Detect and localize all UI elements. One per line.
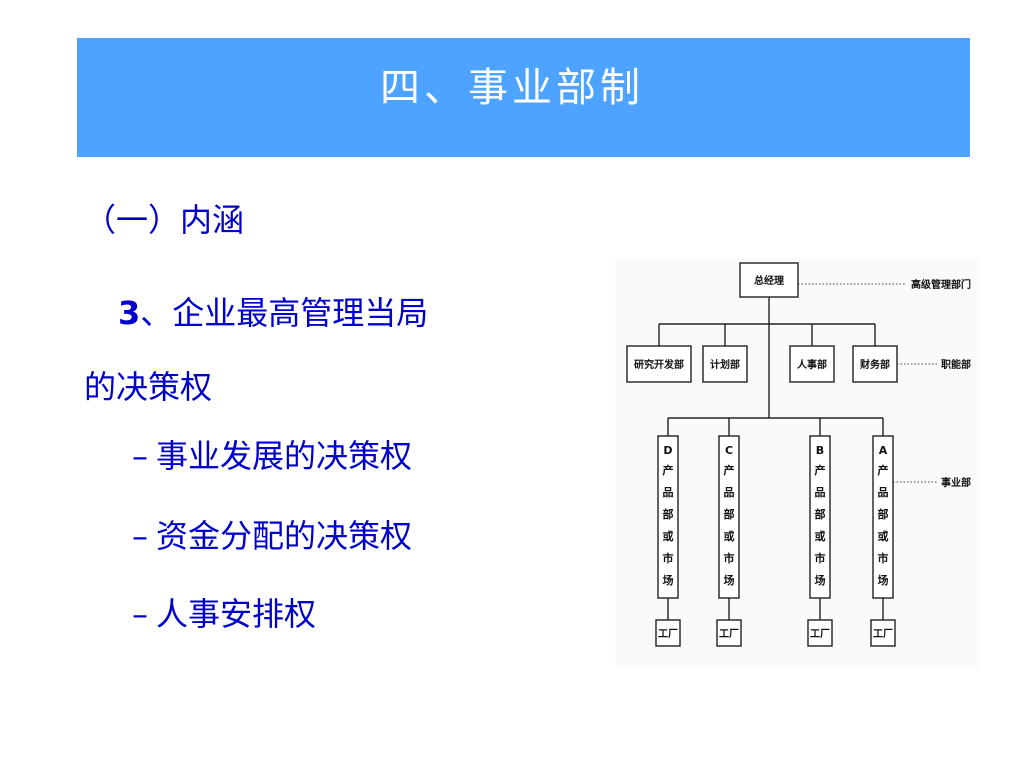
box-planning-label: 计划部 xyxy=(710,358,740,371)
div-char: 市 xyxy=(815,551,826,565)
box-rnd xyxy=(626,345,692,383)
subheading: （一）内涵 xyxy=(84,201,245,239)
box-factory-3 xyxy=(807,619,833,647)
div-char: 市 xyxy=(878,551,889,565)
box-hr-label: 人事部 xyxy=(797,358,827,371)
dash: – xyxy=(132,517,148,555)
sub-item-text: 事业发展的决策权 xyxy=(156,437,413,475)
div-char: 品 xyxy=(878,486,889,499)
side-label-division: 事业部 xyxy=(941,476,971,489)
box-rnd-label: 研究开发部 xyxy=(634,358,684,371)
division-c: C 产 品 部 或 市 场 xyxy=(718,435,740,599)
div-char: 或 xyxy=(815,529,826,543)
div-char: 产 xyxy=(815,463,826,477)
sub-item-text: 人事安排权 xyxy=(156,595,317,633)
div-char: C xyxy=(725,444,733,457)
side-label-senior: 高级管理部门 xyxy=(911,278,971,291)
div-char: 场 xyxy=(878,573,889,587)
factory-label: 工厂 xyxy=(810,628,830,640)
div-char: 市 xyxy=(663,551,674,565)
box-finance-label: 财务部 xyxy=(859,358,890,371)
point-text-line1: 、企业最高管理当局 xyxy=(140,294,429,332)
div-char: 品 xyxy=(815,486,826,499)
div-char: 或 xyxy=(878,529,889,543)
point-text-line2: 的决策权 xyxy=(84,368,213,406)
dash: – xyxy=(132,595,148,633)
org-chart-svg: 总经理 高级管理部门 研究开发部 计划部 人事部 财务部 职能部 D xyxy=(626,262,971,647)
division-d: D 产 品 部 或 市 场 xyxy=(657,435,679,599)
div-char: 部 xyxy=(878,507,889,521)
sub-item-3: –人事安排权 xyxy=(132,594,316,634)
div-char: A xyxy=(879,444,888,457)
title-banner xyxy=(77,38,970,157)
box-factory-4 xyxy=(870,619,896,647)
div-char: 品 xyxy=(663,486,674,499)
div-char: 部 xyxy=(815,507,826,521)
sub-item-1: –事业发展的决策权 xyxy=(132,436,412,476)
side-label-functional: 职能部 xyxy=(941,358,971,371)
div-char: 或 xyxy=(724,529,735,543)
box-factory-1 xyxy=(655,619,681,647)
sub-item-2: –资金分配的决策权 xyxy=(132,516,412,556)
sub-item-text: 资金分配的决策权 xyxy=(156,517,413,555)
div-char: D xyxy=(663,444,672,457)
box-hr xyxy=(789,345,835,383)
factory-label: 工厂 xyxy=(658,628,678,640)
div-char: 品 xyxy=(724,486,735,499)
box-top-label: 总经理 xyxy=(754,274,784,287)
div-char: 产 xyxy=(724,463,735,477)
div-char: 市 xyxy=(724,551,735,565)
box-factory-2 xyxy=(716,619,742,647)
slide-title: 四、事业部制 xyxy=(380,65,644,111)
div-char: 场 xyxy=(663,573,674,587)
div-char: 场 xyxy=(815,573,826,587)
div-char: B xyxy=(816,444,824,457)
division-b: B 产 品 部 或 市 场 xyxy=(809,435,831,599)
div-char: 部 xyxy=(724,507,735,521)
div-char: 或 xyxy=(663,529,674,543)
box-top xyxy=(739,262,799,298)
div-char: 产 xyxy=(663,463,674,477)
box-planning xyxy=(702,345,748,383)
factory-label: 工厂 xyxy=(873,628,893,640)
point-number: 3 xyxy=(118,294,141,332)
div-char: 场 xyxy=(724,573,735,587)
division-a: A 产 品 部 或 市 场 xyxy=(872,435,894,599)
div-char: 产 xyxy=(878,463,889,477)
dash: – xyxy=(132,437,148,475)
org-chart-image: 总经理 高级管理部门 研究开发部 计划部 人事部 财务部 职能部 D xyxy=(615,258,980,666)
point-3: 3、企业最高管理当局 的决策权 xyxy=(84,276,514,424)
factory-label: 工厂 xyxy=(719,628,739,640)
div-char: 部 xyxy=(663,507,674,521)
